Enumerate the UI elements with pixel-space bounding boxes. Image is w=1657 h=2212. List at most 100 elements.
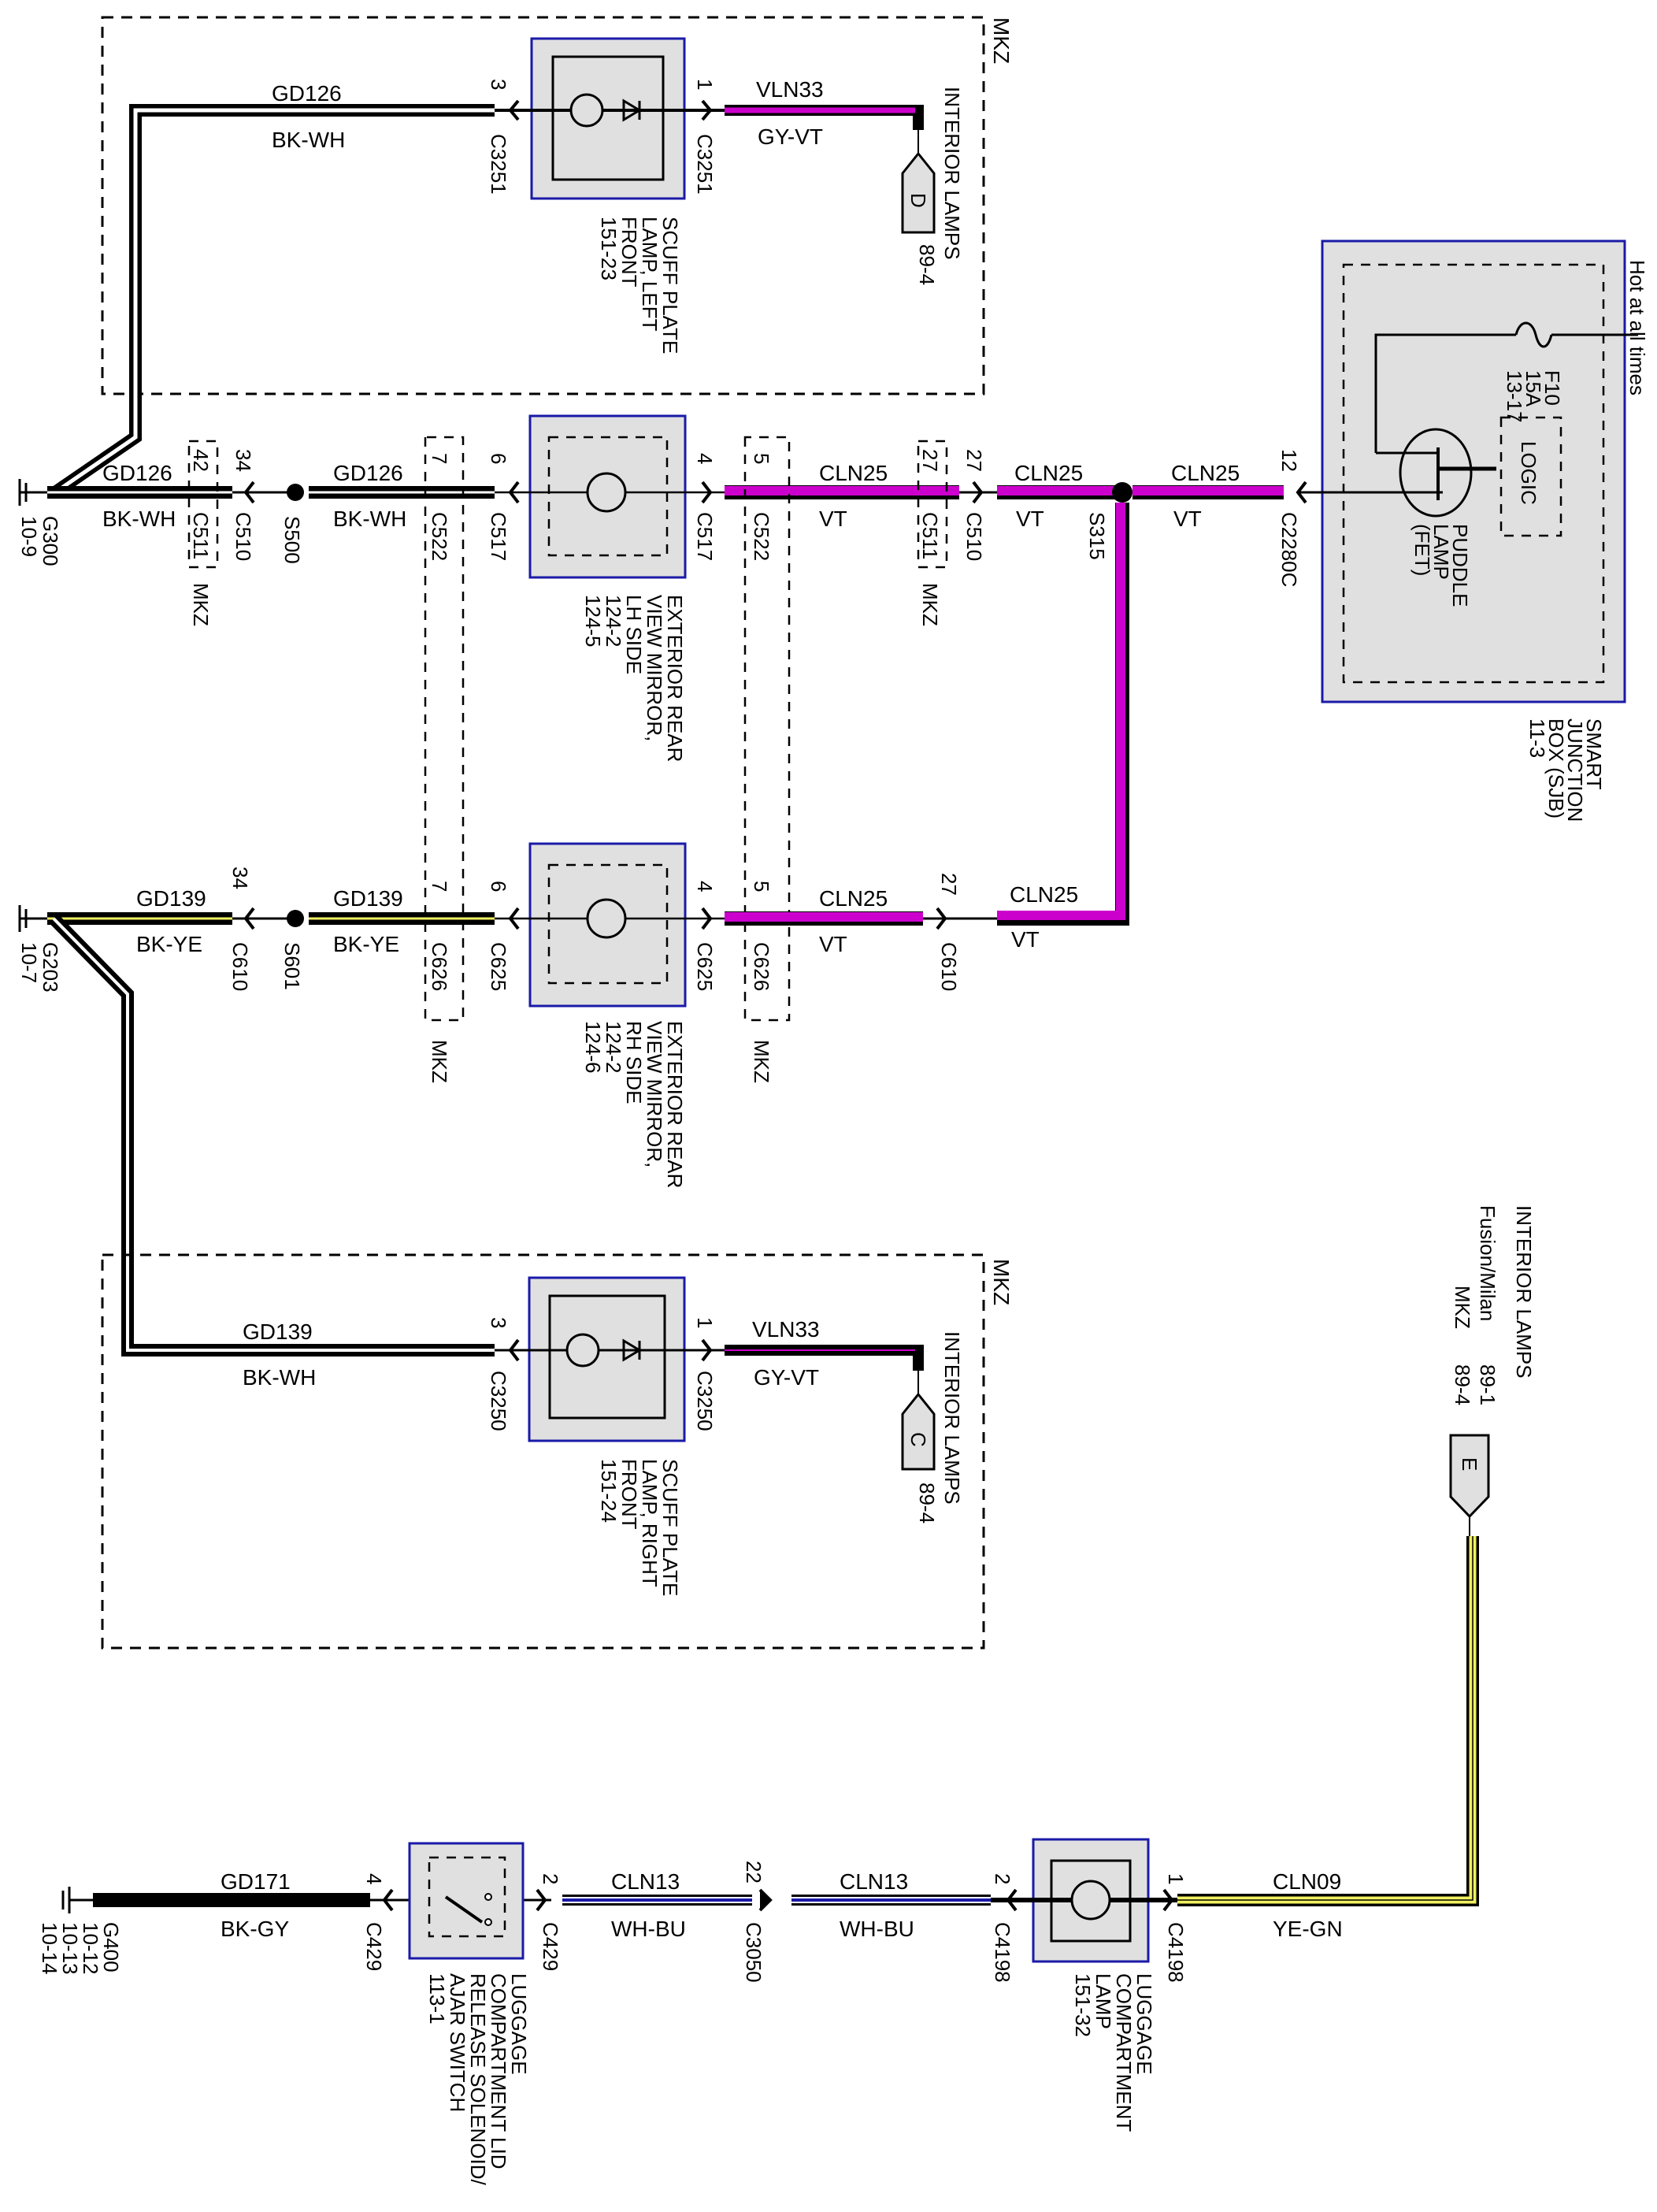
svg-text:LAMP, RIGHT: LAMP, RIGHT	[638, 1459, 662, 1587]
wire-color: BK-YE	[333, 932, 399, 956]
svg-text:124-5: 124-5	[581, 595, 605, 648]
connector-arrow-icon	[701, 99, 713, 121]
pin-number: 5	[750, 453, 773, 464]
svg-text:VIEW MIRROR,: VIEW MIRROR,	[643, 595, 666, 741]
fuse-icon	[1514, 321, 1638, 348]
wire-cln25-rh-1[interactable]	[725, 911, 923, 926]
svg-text:BOX (SJB): BOX (SJB)	[1544, 718, 1568, 818]
exterior-mirror-lh[interactable]	[495, 414, 725, 579]
exterior-mirror-rh[interactable]	[495, 842, 725, 1008]
page-ref-e[interactable]: E	[1449, 1434, 1490, 1519]
wire-color: VT	[819, 507, 847, 531]
wire-color: WH-BU	[840, 1917, 914, 1941]
hot-at-all-times-label: Hot at all times	[1625, 260, 1649, 395]
wire-cln25-lh-2[interactable]	[997, 485, 1118, 499]
pin-number: 12	[1277, 449, 1301, 472]
fuse-rating: 15A	[1522, 370, 1545, 407]
interior-lamps-ref-label: INTERIOR LAMPS Fusion/Milan 89-1 MKZ 89-…	[1451, 1205, 1536, 1405]
connector-id: C4198	[991, 1922, 1014, 1983]
pin-number: 6	[487, 453, 510, 464]
wire-color: BK-YE	[136, 932, 202, 956]
svg-text:113-1: 113-1	[425, 1973, 449, 2025]
wire-color: BK-WH	[333, 507, 406, 531]
wire-gd126-top[interactable]	[51, 104, 495, 498]
scuff-plate-lamp-left[interactable]	[495, 37, 725, 200]
wire-vln33-top[interactable]	[725, 105, 924, 130]
svg-text:151-24: 151-24	[597, 1459, 621, 1523]
splice-id: S601	[280, 942, 304, 990]
connector-id: C626	[428, 942, 451, 991]
ground-page: 10-12	[79, 1922, 102, 1975]
page-ref-c[interactable]: C	[901, 1392, 936, 1471]
svg-text:LAMP: LAMP	[1429, 524, 1453, 580]
pin-number: 6	[487, 881, 510, 892]
luggage-lid-switch[interactable]	[408, 1842, 525, 1960]
wire-cln09[interactable]	[1177, 1536, 1479, 1906]
wire-color: BK-WH	[243, 1365, 316, 1390]
connector-id: C625	[693, 942, 717, 991]
connector-id: C3250	[487, 1371, 510, 1431]
luggage-compartment-lamp[interactable]	[1024, 1838, 1158, 1963]
wire-circuit: VLN33	[752, 1317, 820, 1342]
ground-page: 10-14	[38, 1922, 61, 1975]
splice-s500[interactable]	[287, 484, 304, 501]
pin-number: 27	[962, 449, 986, 472]
svg-text:RELEASE SOLENOID/: RELEASE SOLENOID/	[466, 1973, 490, 2186]
connector-id: C522	[428, 512, 451, 561]
connector-id: C429	[539, 1922, 562, 1971]
wire-cln25-lh-3[interactable]	[1132, 485, 1284, 499]
lamp-icon	[1070, 1880, 1111, 1921]
svg-text:11-3: 11-3	[1525, 718, 1549, 758]
wire-color: GY-VT	[754, 1365, 819, 1390]
pin-number: 27	[918, 449, 942, 472]
wire-circuit: CLN13	[611, 1869, 680, 1894]
wire-vln33-bottom[interactable]	[725, 1345, 924, 1371]
connector-arrow-icon	[972, 481, 984, 504]
svg-text:SCUFF PLATE: SCUFF PLATE	[658, 217, 682, 354]
svg-text:JUNCTION: JUNCTION	[1563, 718, 1587, 822]
wire-color: WH-BU	[611, 1917, 686, 1941]
svg-text:Fusion/Milan: Fusion/Milan	[1476, 1205, 1499, 1321]
connector-id: C511	[918, 512, 942, 559]
wire-cln25-riser[interactable]	[997, 503, 1129, 926]
pin-number: 7	[428, 453, 451, 464]
pin-number: 4	[693, 881, 717, 892]
wire-color: VT	[1011, 927, 1040, 952]
scuff-plate-lamp-right[interactable]	[495, 1276, 725, 1442]
pin-number: 7	[428, 881, 451, 892]
svg-text:124-6: 124-6	[581, 1021, 605, 1074]
fuse-id: F10	[1540, 370, 1564, 406]
splice-s315[interactable]	[1112, 482, 1132, 503]
svg-text:FRONT: FRONT	[617, 1459, 641, 1530]
connector-id: C3250	[693, 1371, 717, 1431]
connector-arrow-icon	[1006, 1888, 1018, 1912]
component-label: LUGGAGE COMPARTMENT LID RELEASE SOLENOID…	[425, 1973, 531, 2186]
connector-arrow-icon	[1162, 1888, 1174, 1912]
smart-junction-box[interactable]	[1321, 239, 1626, 703]
wire-circuit: CLN25	[819, 461, 888, 485]
option-label: MKZ	[189, 583, 213, 626]
c522-c626-inline-box	[424, 436, 465, 1022]
connector-arrow-icon	[508, 99, 520, 121]
connector-id: C511	[189, 512, 213, 559]
wire-cln25-lh-1[interactable]	[725, 485, 959, 499]
connector-arrow-icon	[508, 907, 520, 930]
pin-number: 3	[487, 1317, 510, 1328]
svg-text:LUGGAGE: LUGGAGE	[507, 1973, 531, 2075]
splice-s601[interactable]	[287, 910, 304, 927]
sjb-label: SMART JUNCTION BOX (SJB) 11-3	[1525, 718, 1606, 822]
connector-arrow-icon	[701, 481, 713, 504]
page-ref-d[interactable]: D	[901, 151, 936, 234]
wire-circuit: GD139	[243, 1319, 313, 1344]
component-label: EXTERIOR REAR VIEW MIRROR, LH SIDE 124-2…	[581, 595, 687, 762]
connector-id: C4198	[1164, 1922, 1188, 1983]
connector-arrow-icon	[936, 907, 947, 930]
lamp-icon	[586, 898, 627, 939]
diode-icon	[622, 98, 642, 122]
connector-id: C610	[937, 942, 961, 991]
connector-arrow-icon	[382, 1888, 394, 1912]
svg-text:SCUFF PLATE: SCUFF PLATE	[658, 1459, 682, 1596]
connector-arrow-icon	[536, 1888, 547, 1912]
connector-id: C510	[962, 512, 986, 561]
wire-gd139-lower[interactable]	[49, 914, 495, 1357]
